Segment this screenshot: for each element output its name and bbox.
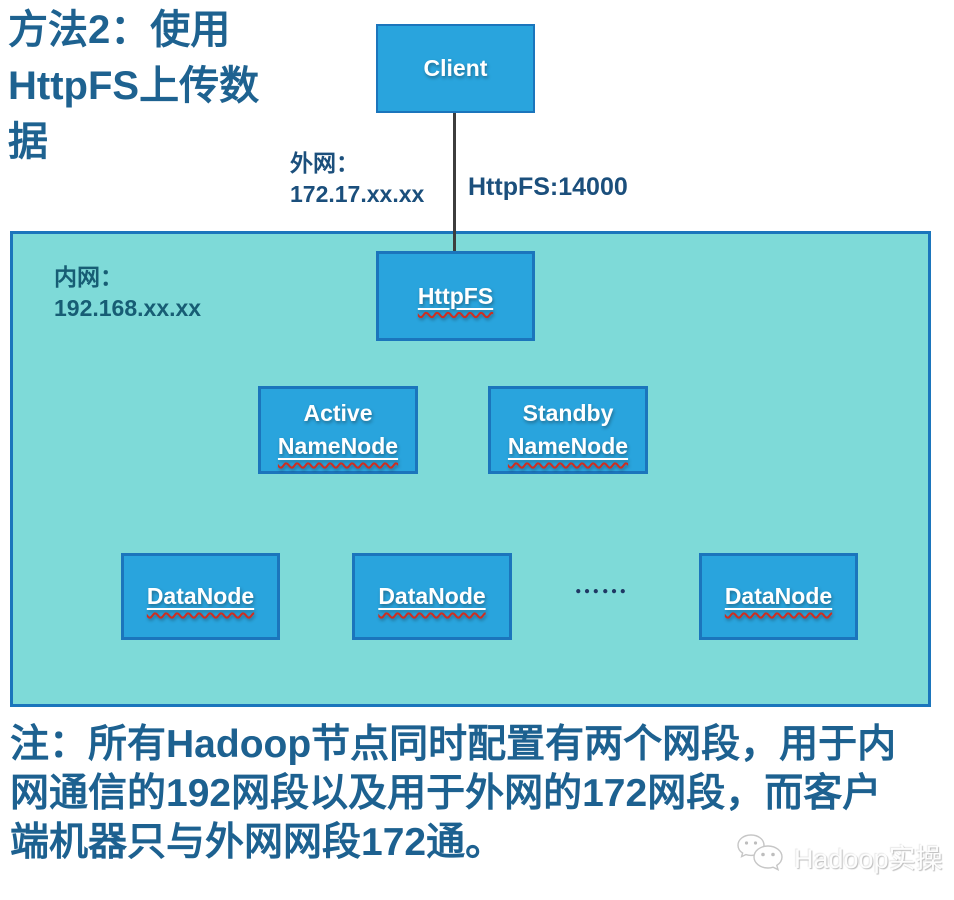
datanode-1-node: DataNode xyxy=(121,553,280,640)
datanode-3-node: DataNode xyxy=(699,553,858,640)
footnote-line-3: 端机器只与外网网段172通。 xyxy=(10,821,505,864)
internal-network-ip: 192.168.xx.xx xyxy=(54,295,202,321)
datanode-ellipsis: …… xyxy=(574,570,628,599)
title-line-3: 据 xyxy=(8,119,48,164)
httpfs-port-label: HttpFS:14000 xyxy=(468,173,628,201)
client-httpfs-connector-line xyxy=(453,113,456,253)
page-title: 方法2：使用 HttpFS上传数 据 xyxy=(8,2,259,170)
internal-network-caption: 内网： xyxy=(54,265,123,290)
active-namenode-node: Active NameNode xyxy=(258,386,418,474)
external-network-caption: 外网： xyxy=(290,151,359,176)
active-namenode-label-line1: Active xyxy=(303,400,373,426)
datanode-2-node: DataNode xyxy=(352,553,512,640)
httpfs-label: HttpFS xyxy=(417,282,494,309)
internal-network-label: 内网： 192.168.xx.xx xyxy=(54,263,201,323)
active-namenode-label-line2: NameNode xyxy=(277,433,399,459)
wechat-icon xyxy=(736,832,786,881)
httpfs-node: HttpFS xyxy=(376,251,535,341)
external-network-label: 外网： 172.17.xx.xx xyxy=(290,149,424,209)
standby-namenode-label-line2: NameNode xyxy=(507,433,629,459)
external-network-ip: 172.17.xx.xx xyxy=(290,181,425,207)
standby-namenode-node: Standby NameNode xyxy=(488,386,648,474)
datanode-1-label: DataNode xyxy=(146,583,255,609)
watermark-text: Hadoop实操 xyxy=(794,844,943,874)
footnote: 注：所有Hadoop节点同时配置有两个网段，用于内 网通信的192网段以及用于外… xyxy=(10,720,896,867)
datanode-2-label: DataNode xyxy=(378,583,486,609)
title-line-2: HttpFS上传数 xyxy=(8,63,260,108)
datanode-3-label: DataNode xyxy=(724,583,833,609)
client-label: Client xyxy=(423,55,488,81)
standby-namenode-label-line1: Standby xyxy=(522,400,614,426)
title-line-1: 方法2：使用 xyxy=(8,7,231,52)
footnote-line-1: 注：所有Hadoop节点同时配置有两个网段，用于内 xyxy=(10,723,897,766)
watermark: Hadoop实操 xyxy=(736,832,943,881)
client-node: Client xyxy=(376,24,535,113)
footnote-line-2: 网通信的192网段以及用于外网的172网段，而客户 xyxy=(10,772,882,815)
